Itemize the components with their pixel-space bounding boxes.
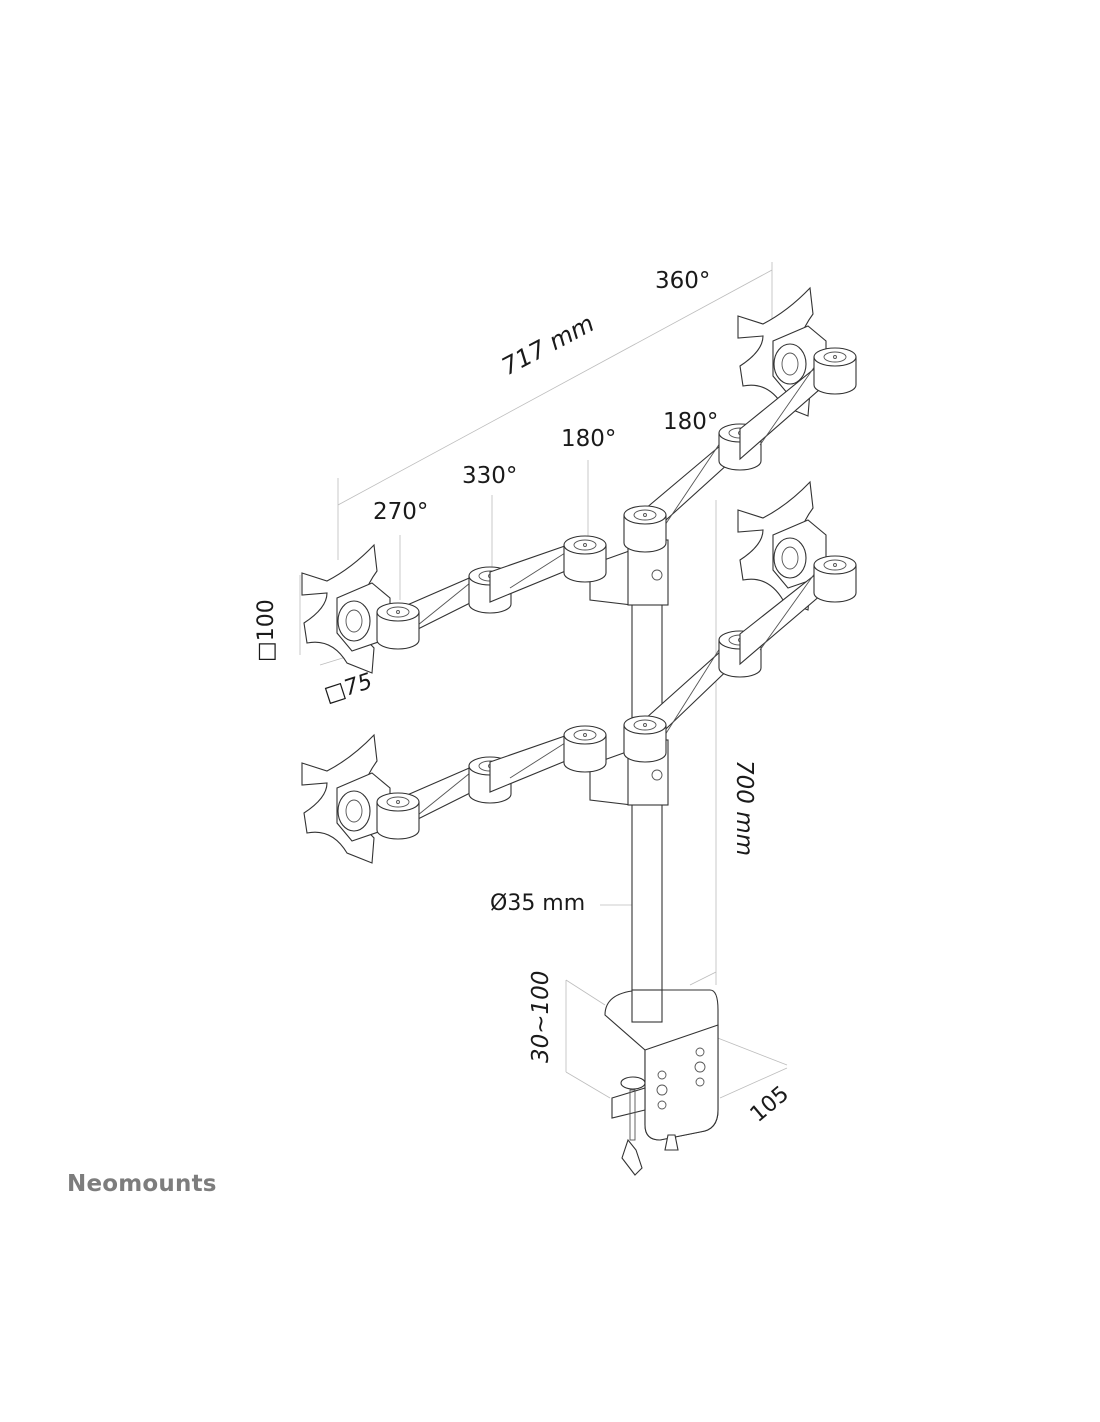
- arms: [301, 286, 857, 864]
- arm-joint: [376, 611, 420, 650]
- arm-joint: [813, 356, 857, 395]
- arm-joint: [376, 801, 420, 840]
- arm-joint: [563, 544, 607, 583]
- arm-joint-cap: [376, 792, 420, 812]
- label-desk-thickness: 30~100: [528, 970, 554, 1063]
- arm-joint-cap: [623, 505, 667, 525]
- label-pole-height: 700 mm: [731, 760, 757, 857]
- arm-joint-cap: [813, 555, 857, 575]
- arm-joint: [623, 724, 667, 763]
- arm-joint-cap: [376, 602, 420, 622]
- dimension-lines: [299, 262, 788, 1099]
- label-rotation-330: 330°: [462, 463, 518, 489]
- arm-joint-cap: [623, 715, 667, 735]
- collar-knob: [651, 569, 663, 581]
- label-vesa-100: □100: [254, 599, 279, 662]
- arm-joint: [813, 564, 857, 603]
- label-rotation-180-right: 180°: [663, 409, 719, 435]
- arm-joint: [623, 514, 667, 553]
- label-rotation-360: 360°: [655, 268, 711, 294]
- arm-joint-cap: [563, 535, 607, 555]
- label-rotation-270: 270°: [373, 499, 429, 525]
- label-pole-diameter: Ø35 mm: [490, 891, 586, 916]
- desk-clamp: [604, 989, 719, 1176]
- arm-joint-cap: [813, 347, 857, 367]
- arm-joint: [563, 734, 607, 773]
- collar-knob: [651, 769, 663, 781]
- brand-logo: Neomounts: [67, 1171, 217, 1197]
- arm-joint-cap: [563, 725, 607, 745]
- label-rotation-180-pole: 180°: [561, 426, 617, 452]
